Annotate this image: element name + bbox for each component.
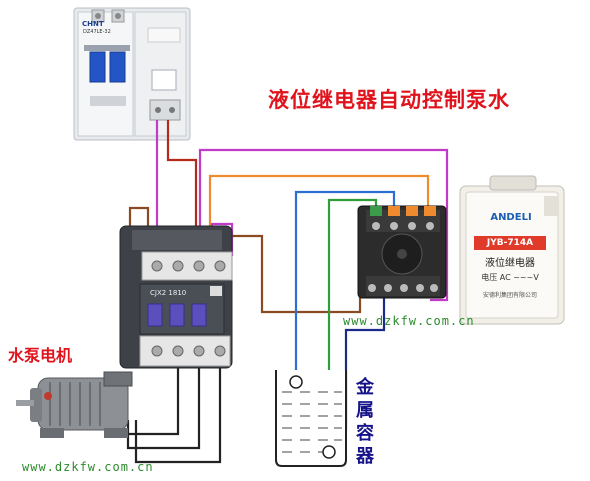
container-label-char: 金 [356,377,374,398]
wire-black-3 [134,366,222,464]
diagram-title: 液位继电器自动控制泵水 [268,88,510,112]
relay-maker: 安德利集团有限公司 [482,292,537,299]
metal-container [275,370,347,467]
relay-name: 液位继电器 [485,258,535,269]
wire-orange [208,174,430,256]
relay-model: JYB-714A [474,236,546,250]
wire-black-2 [126,366,201,450]
circuit-breaker [73,7,191,141]
pump-motor [16,371,133,438]
pump-motor-label: 水泵电机 [8,346,73,365]
breaker-brand: CHNT [82,20,104,28]
contactor [119,225,233,369]
watermark-top: www.dzkfw.com.cn [343,314,475,328]
container-label-char: 属 [356,400,374,421]
watermark-bottom: www.dzkfw.com.cn [22,460,154,474]
relay-voltage: 电压 AC ~~~V [481,273,539,282]
contactor-model: CJX2 1810 [150,289,187,297]
container-label-char: 器 [356,446,374,467]
relay-socket [357,205,447,299]
breaker-model: DZ47LE-32 [83,29,111,35]
container-label: 金 属 容 器 [353,376,377,468]
water-lines [282,391,342,453]
level-relay [459,175,565,325]
wire-magenta-2 [198,148,449,302]
relay-brand: ANDELI [490,212,532,223]
container-label-char: 容 [356,423,374,444]
electrode-high [289,375,303,389]
wire-red-1 [166,120,198,256]
electrode-low [322,445,336,459]
